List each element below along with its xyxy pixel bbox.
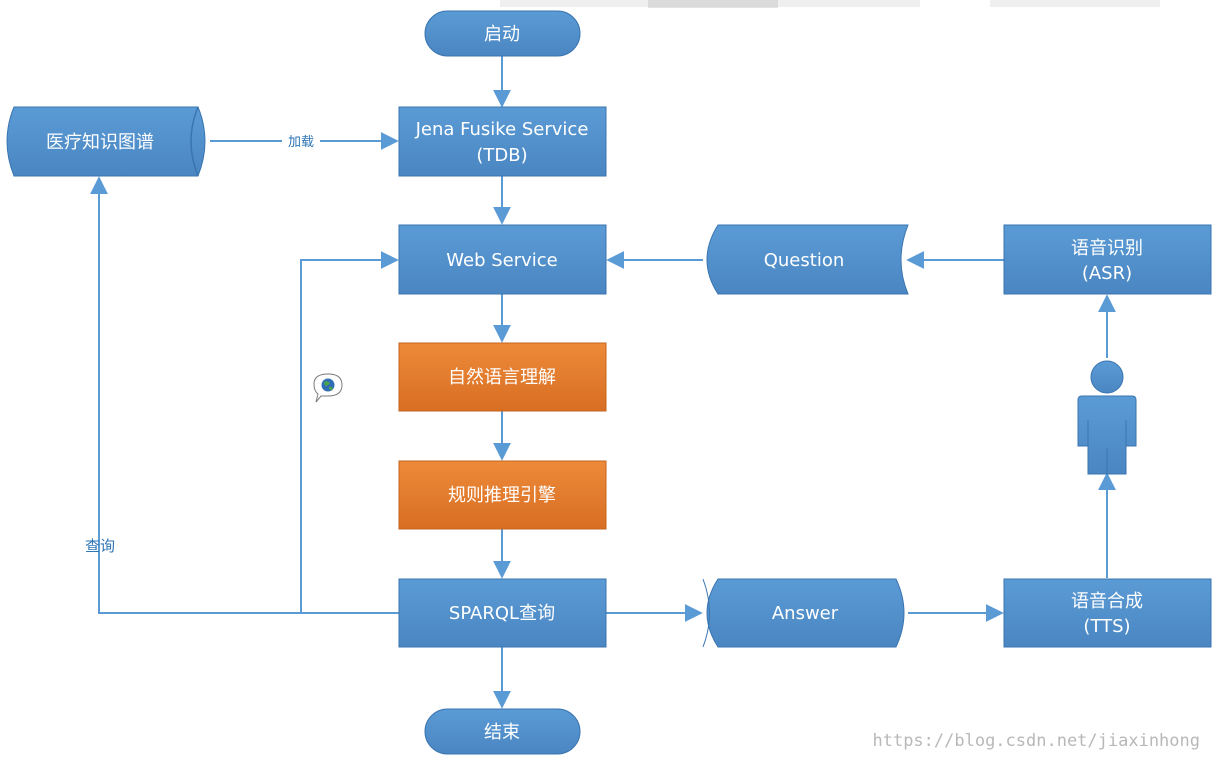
start-node: 启动 <box>424 10 581 57</box>
person-icon <box>1077 360 1137 475</box>
sparql-label: SPARQL查询 <box>449 603 555 624</box>
knowledge-graph-node: 医疗知识图谱 <box>6 106 206 177</box>
question-node: Question <box>706 224 909 295</box>
question-label: Question <box>764 250 845 271</box>
asr-node: 语音识别 (ASR) <box>1003 224 1212 295</box>
edge-sparql-loop-to-web <box>300 251 399 613</box>
start-label: 启动 <box>484 24 520 45</box>
comment-globe-icon <box>313 373 343 403</box>
rule-engine-label: 规则推理引擎 <box>448 485 556 506</box>
answer-node: Answer <box>702 578 905 648</box>
web-service-label: Web Service <box>446 250 558 271</box>
edge-label-query: 查询 <box>85 537 115 555</box>
watermark-text: https://blog.csdn.net/jiaxinhong <box>872 731 1200 751</box>
tts-label-line2: (TTS) <box>1083 616 1130 637</box>
jena-service-node: Jena Fusike Service (TDB) <box>398 106 607 177</box>
end-label: 结束 <box>484 722 520 743</box>
jena-label-line1: Jena Fusike Service <box>415 119 589 140</box>
web-service-node: Web Service <box>398 224 607 295</box>
rule-engine-node: 规则推理引擎 <box>398 460 607 530</box>
edges <box>90 56 1116 709</box>
asr-label-line1: 语音识别 <box>1071 238 1143 259</box>
edge-label-load-bg <box>282 132 320 150</box>
knowledge-graph-label: 医疗知识图谱 <box>46 132 154 153</box>
tts-node: 语音合成 (TTS) <box>1003 578 1212 648</box>
end-node: 结束 <box>424 708 581 755</box>
sparql-node: SPARQL查询 <box>398 578 607 648</box>
edge-sparql-to-kg <box>90 176 399 614</box>
nlu-node: 自然语言理解 <box>398 342 607 412</box>
cropped-header-artifact <box>500 0 1160 8</box>
tts-label-line1: 语音合成 <box>1071 591 1143 612</box>
jena-label-line2: (TDB) <box>476 145 527 166</box>
edge-label-load: 加载 <box>288 135 314 150</box>
asr-label-line2: (ASR) <box>1082 263 1132 284</box>
nlu-label: 自然语言理解 <box>448 367 556 388</box>
answer-label: Answer <box>772 603 839 624</box>
